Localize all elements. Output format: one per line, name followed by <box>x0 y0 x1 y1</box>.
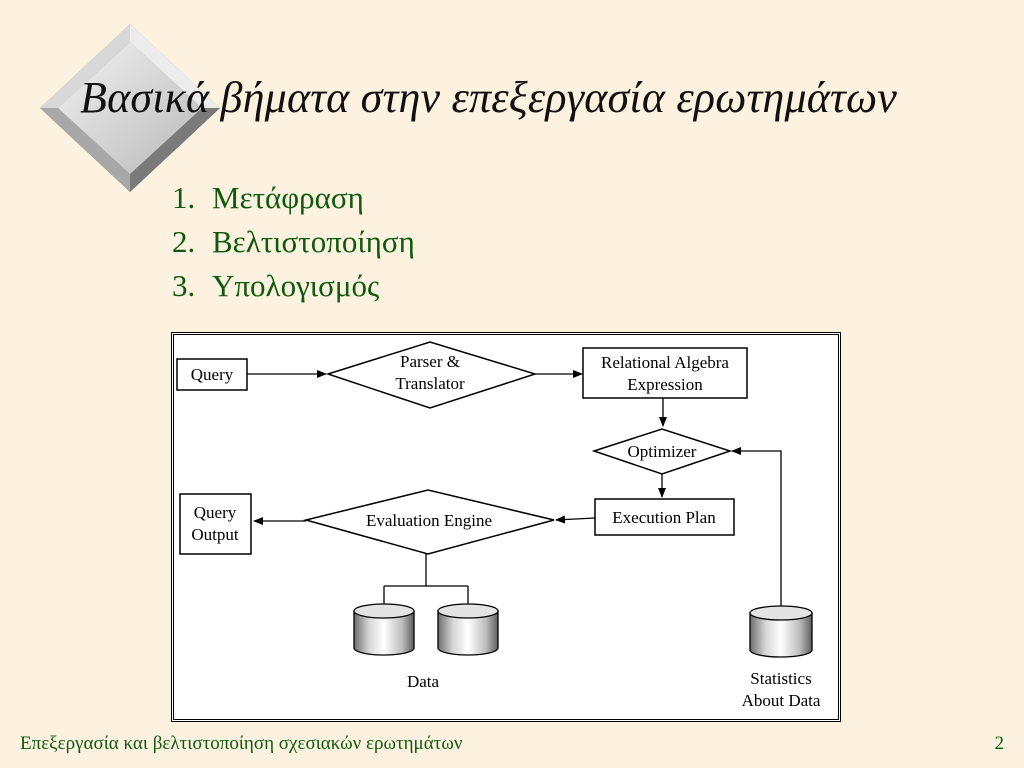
relalg-label-line1: Relational Algebra <box>601 353 729 372</box>
step-label: Υπολογισμός <box>212 268 380 303</box>
step-number: 2. <box>172 224 196 259</box>
relalg-label-line2: Expression <box>627 375 703 394</box>
optimizer-label: Optimizer <box>628 442 697 461</box>
parser-translator-node: Parser & Translator <box>325 341 538 409</box>
execution-plan-node: Execution Plan <box>594 498 735 536</box>
evaluation-engine-node: Evaluation Engine <box>303 489 555 555</box>
step-item: 1. Μετάφραση <box>172 180 415 224</box>
parser-label-line2: Translator <box>395 374 465 393</box>
relational-algebra-node: Relational Algebra Expression <box>582 347 748 399</box>
execution-plan-label: Execution Plan <box>612 508 716 527</box>
step-number: 3. <box>172 268 196 303</box>
page-number: 2 <box>994 733 1005 754</box>
diagram-canvas: Query Parser & Translator Relational Alg… <box>176 341 821 710</box>
arrow-statistics-to-optimizer <box>731 447 782 606</box>
database-icon <box>353 603 415 656</box>
parser-label-line1: Parser & <box>400 352 460 371</box>
step-list: 1. Μετάφραση 2. Βελτιστοποίηση 3. Υπολογ… <box>172 180 415 312</box>
footer-title: Επεξεργασία και βελτιστοποίηση σχεσιακών… <box>20 733 463 754</box>
output-label-line1: Query <box>194 503 237 522</box>
statistics-database-icon <box>749 605 813 658</box>
step-label: Μετάφραση <box>212 180 364 215</box>
query-label: Query <box>191 365 234 384</box>
statistics-label-line2: About Data <box>742 691 821 710</box>
database-icon <box>437 603 499 656</box>
optimizer-node: Optimizer <box>591 428 733 475</box>
output-label-line2: Output <box>191 525 239 544</box>
query-output-node: Query Output <box>179 493 252 555</box>
step-item: 2. Βελτιστοποίηση <box>172 224 415 268</box>
decorative-diamond <box>40 24 220 192</box>
step-number: 1. <box>172 180 196 215</box>
query-processing-diagram: Query Parser & Translator Relational Alg… <box>171 332 841 722</box>
arrow-plan-to-engine <box>555 515 596 524</box>
engine-data-connector <box>383 554 469 604</box>
step-label: Βελτιστοποίηση <box>212 224 415 259</box>
slide-title: Βασικά βήματα στην επεξεργασία ερωτημάτω… <box>80 73 897 122</box>
query-node: Query <box>176 358 248 391</box>
evaluation-engine-label: Evaluation Engine <box>366 511 492 530</box>
data-label: Data <box>407 672 440 691</box>
statistics-label-line1: Statistics <box>750 669 811 688</box>
step-item: 3. Υπολογισμός <box>172 268 415 312</box>
